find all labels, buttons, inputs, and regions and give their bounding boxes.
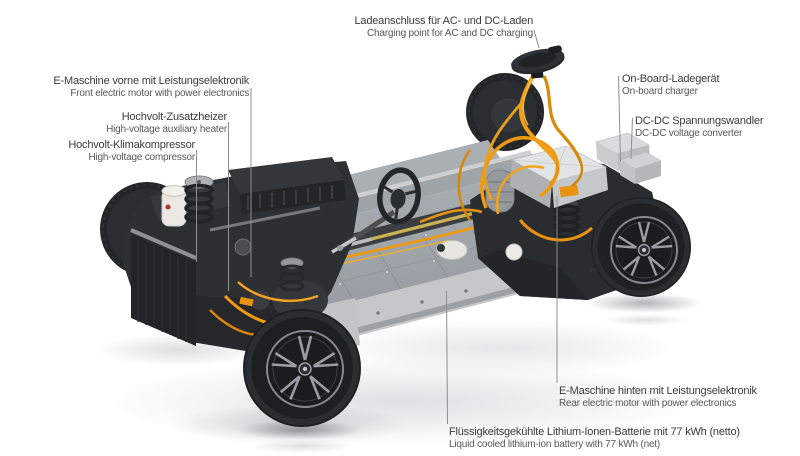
- label-aux-heater-de: Hochvolt-Zusatzheizer: [121, 111, 227, 123]
- charge-cables: [483, 75, 584, 201]
- label-rear-motor: E-Maschine hinten mit Leistungselektroni…: [559, 385, 757, 410]
- label-front-motor: E-Maschine vorne mit Leistungselektronik…: [53, 75, 249, 100]
- leader-lines: [196, 29, 633, 425]
- label-ac-compressor-en: High-voltage compressor: [88, 151, 195, 163]
- label-charging-point-en: Charging point for AC and DC charging: [366, 27, 533, 39]
- label-dcdc-converter-de: DC-DC Spannungswandler: [635, 115, 764, 127]
- label-battery-de: Flüssigkeitsgekühlte Lithium-Ionen-Batte…: [449, 426, 740, 438]
- label-dcdc-converter-en: DC-DC voltage converter: [635, 127, 743, 139]
- label-ac-compressor: Hochvolt-Klimakompressor High-voltage co…: [68, 139, 195, 164]
- front-strut: [184, 175, 214, 224]
- front-strut-2: [279, 257, 305, 292]
- front-wheel: [243, 309, 361, 427]
- label-dcdc-converter: DC-DC Spannungswandler DC-DC voltage con…: [635, 115, 763, 140]
- steering-wheel: [331, 167, 523, 261]
- label-aux-heater: Hochvolt-Zusatzheizer High-voltage auxil…: [106, 111, 227, 136]
- label-charging-point: Ladeanschluss für AC- und DC-Laden Charg…: [354, 15, 534, 40]
- radiator: [130, 228, 197, 346]
- leader-line-onboard-charger: [618, 75, 621, 162]
- coolant-reservoir: [161, 185, 187, 227]
- brake-booster: [436, 240, 468, 260]
- rear-wheel: [591, 197, 691, 297]
- leader-line-battery: [446, 290, 448, 425]
- charge-port: [483, 45, 584, 201]
- label-onboard-charger: On-Board-Ladegerät On-board charger: [622, 73, 719, 98]
- ebox-ribs: [247, 185, 333, 210]
- label-onboard-charger-en: On-board charger: [622, 85, 698, 97]
- label-front-motor-de: E-Maschine vorne mit Leistungselektronik: [53, 75, 249, 87]
- label-battery-en: Liquid cooled lithium-ion battery with 7…: [449, 438, 661, 450]
- label-charging-point-de: Ladeanschluss für AC- und DC-Laden: [354, 15, 534, 27]
- label-aux-heater-en: High-voltage auxiliary heater: [106, 123, 227, 135]
- label-front-motor-en: Front electric motor with power electron…: [70, 87, 249, 99]
- pressure-reservoir: [505, 243, 523, 261]
- leader-line-charging-point: [533, 29, 540, 49]
- rear-rim-spokes: [615, 221, 673, 277]
- charge-port-disc: [511, 45, 565, 75]
- label-rear-motor-en: Rear electric motor with power electroni…: [559, 397, 737, 409]
- label-onboard-charger-de: On-Board-Ladegerät: [622, 73, 720, 85]
- label-battery: Flüssigkeitsgekühlte Lithium-Ionen-Batte…: [449, 426, 740, 451]
- dcdc-converter-box: [619, 151, 662, 184]
- label-rear-motor-de: E-Maschine hinten mit Leistungselektroni…: [559, 385, 757, 397]
- label-ac-compressor-de: Hochvolt-Klimakompressor: [68, 139, 195, 151]
- leader-line-dcdc-converter: [630, 117, 633, 160]
- front-rim-spokes: [271, 335, 339, 400]
